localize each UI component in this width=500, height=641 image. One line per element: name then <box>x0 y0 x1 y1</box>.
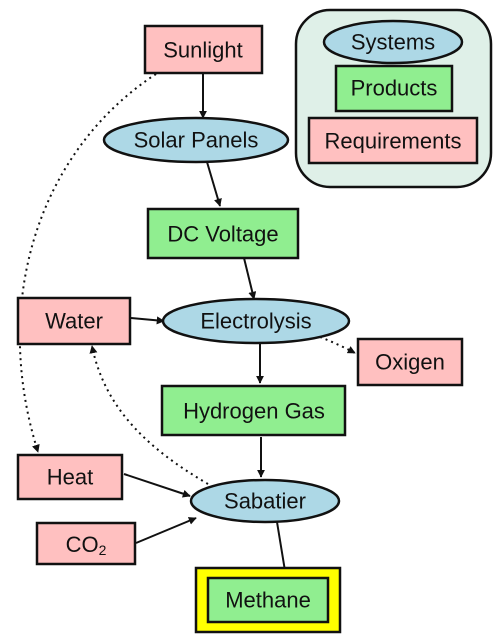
edge-electrolysis-oxigen <box>319 336 356 354</box>
legend-systems-label: Systems <box>351 30 435 55</box>
node-dc-voltage: DC Voltage <box>146 207 300 260</box>
edge-sunlight-heat <box>18 73 157 453</box>
node-oxigen: Oxigen <box>356 337 464 387</box>
edge-dc-voltage-electrolysis <box>243 257 257 300</box>
node-heat: Heat <box>16 453 124 501</box>
node-hydrogen-gas: Hydrogen Gas <box>160 384 347 437</box>
node-water-label: Water <box>45 309 103 334</box>
node-methane-label: Methane <box>225 588 311 613</box>
node-water: Water <box>16 296 132 346</box>
node-solar-panels-shape <box>102 116 290 164</box>
node-sunlight-label: Sunlight <box>163 38 243 63</box>
legend-requirements-label: Requirements <box>325 129 462 154</box>
edges <box>18 73 356 578</box>
node-sabatier-shape <box>189 478 341 524</box>
node-sunlight: Sunlight <box>143 24 264 75</box>
node-hydrogen-gas-label: Hydrogen Gas <box>183 399 325 424</box>
node-co2-label: CO2 <box>66 532 107 559</box>
node-methane-shape <box>206 576 330 624</box>
node-co2-text: CO <box>66 532 99 557</box>
node-heat-label: Heat <box>47 465 93 490</box>
edge-water-electrolysis <box>130 316 165 325</box>
node-co2-subscript: 2 <box>99 542 107 558</box>
node-heat-shape <box>16 453 124 501</box>
node-oxigen-shape <box>356 337 464 387</box>
node-co2: CO2 <box>35 521 137 566</box>
legend-requirements-shape <box>307 116 479 165</box>
legend-systems-shape <box>322 19 464 65</box>
legend-products-label: Products <box>351 76 438 101</box>
node-hydrogen-gas-shape <box>160 384 347 437</box>
edge-heat-sabatier <box>123 473 191 498</box>
node-methane: Methane <box>194 566 342 634</box>
node-oxigen-label: Oxigen <box>375 350 445 375</box>
node-sabatier-label: Sabatier <box>224 489 306 514</box>
node-co2-shape <box>35 521 137 566</box>
node-dc-voltage-label: DC Voltage <box>167 222 278 247</box>
legend: Systems Products Requirements <box>294 8 493 189</box>
node-sabatier: Sabatier <box>189 478 341 524</box>
node-electrolysis: Electrolysis <box>161 297 351 345</box>
node-dc-voltage-shape <box>146 207 300 260</box>
node-electrolysis-shape <box>161 297 351 345</box>
edge-solar-panels-dc-voltage <box>206 161 222 207</box>
legend-products-shape <box>334 64 454 113</box>
edge-co2-sabatier <box>135 517 197 544</box>
node-solar-panels: Solar Panels <box>102 116 290 164</box>
node-water-shape <box>16 296 132 346</box>
node-solar-panels-label: Solar Panels <box>134 128 259 153</box>
edge-sabatier-water <box>89 345 209 485</box>
node-electrolysis-label: Electrolysis <box>200 309 311 334</box>
node-sunlight-shape <box>143 24 264 75</box>
